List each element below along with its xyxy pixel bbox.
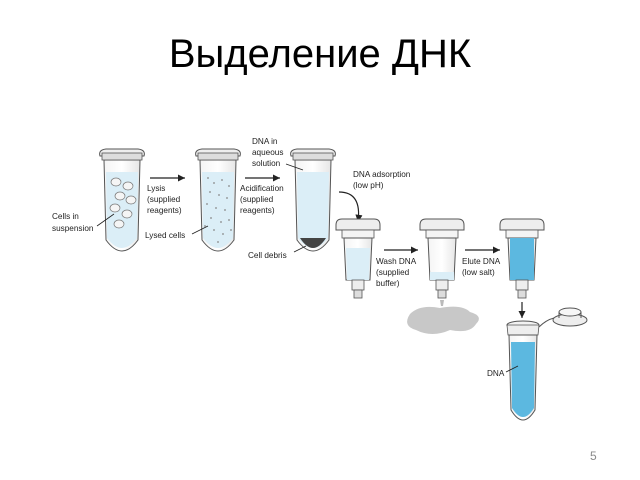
spin-column-wash bbox=[419, 218, 465, 306]
wash-buffer-spill bbox=[407, 306, 479, 334]
label-lysis-1: Lysis bbox=[147, 184, 165, 193]
label-dna: DNA bbox=[487, 369, 505, 378]
label-wash-dna-3: buffer) bbox=[376, 279, 400, 288]
lysed-debris-specks bbox=[204, 177, 232, 243]
label-wash-dna-1: Wash DNA bbox=[376, 257, 417, 266]
pointer-dna bbox=[505, 365, 519, 373]
page-number: 5 bbox=[590, 449, 597, 463]
label-lysis-3: reagents) bbox=[147, 206, 182, 215]
pointer-lysed bbox=[191, 225, 209, 235]
open-cap bbox=[552, 307, 588, 327]
label-lysis-2: (supplied bbox=[147, 195, 181, 204]
label-acidification-1: Acidification bbox=[240, 184, 284, 193]
label-cell-debris: Cell debris bbox=[248, 251, 287, 260]
cell-debris-pellet bbox=[300, 238, 326, 248]
arrow-adsorption bbox=[338, 191, 363, 223]
tube-lysed-cells bbox=[195, 148, 241, 252]
label-dna-in-aqueous-2: aqueous bbox=[252, 148, 283, 157]
collection-tube-dna bbox=[506, 307, 588, 421]
label-elute-dna-2: (low salt) bbox=[462, 268, 495, 277]
pointer-debris bbox=[293, 245, 307, 253]
pointer-aqueous bbox=[285, 163, 304, 171]
label-acidification-3: reagents) bbox=[240, 206, 275, 215]
label-wash-dna-2: (supplied bbox=[376, 268, 410, 277]
label-cells-in-suspension-2: suspension bbox=[52, 224, 94, 233]
label-elute-dna-1: Elute DNA bbox=[462, 257, 501, 266]
suspended-cells bbox=[109, 177, 137, 229]
label-cells-in-suspension-1: Cells in bbox=[52, 212, 79, 221]
tube-dna-aqueous bbox=[290, 148, 336, 252]
label-dna-adsorption-2: (low pH) bbox=[353, 181, 384, 190]
label-lysed-cells: Lysed cells bbox=[145, 231, 185, 240]
spin-column-adsorption bbox=[335, 218, 381, 299]
spin-column-elute bbox=[499, 218, 545, 299]
label-dna-adsorption-1: DNA adsorption bbox=[353, 170, 411, 179]
label-dna-in-aqueous-1: DNA in bbox=[252, 137, 278, 146]
slide-title: Выделение ДНК bbox=[168, 32, 472, 76]
label-dna-in-aqueous-3: solution bbox=[252, 159, 281, 168]
label-acidification-2: (supplied bbox=[240, 195, 274, 204]
tube-cells-in-suspension bbox=[99, 148, 145, 252]
pointer-cells bbox=[96, 213, 115, 227]
